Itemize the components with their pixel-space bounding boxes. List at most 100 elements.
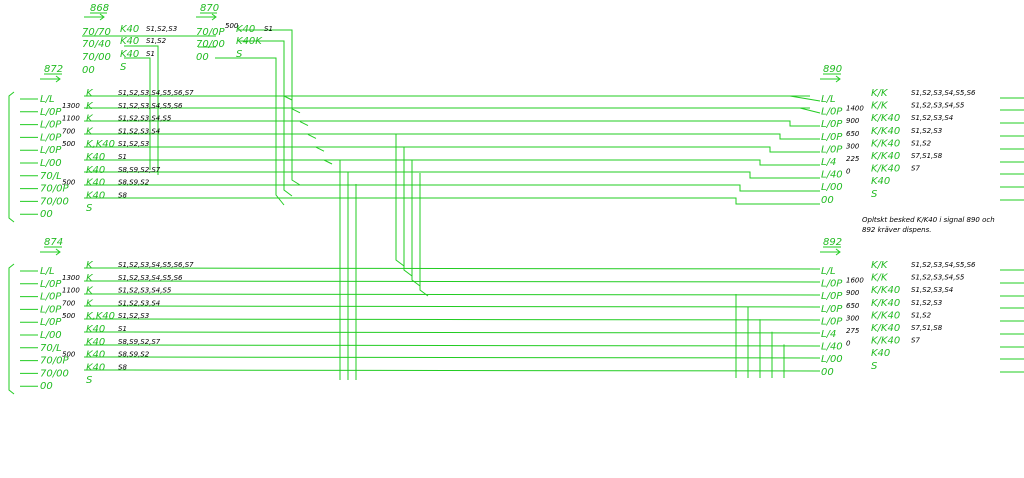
top-column-a xyxy=(238,29,301,186)
group872-indication: K xyxy=(86,101,94,112)
wire-872-890-d xyxy=(316,133,820,140)
group874-aspect: 00 xyxy=(40,381,53,392)
wire-872-890-f xyxy=(332,159,820,166)
wire-872-890-c xyxy=(308,120,820,127)
group890-aspect: L/0P xyxy=(821,119,843,130)
wire-874-892 xyxy=(83,344,821,347)
group892-aspect: 00 xyxy=(821,367,834,378)
group874-distance: 1100 xyxy=(62,287,80,295)
group872-indication: K xyxy=(86,88,94,99)
wire-874-892 xyxy=(83,280,821,283)
group892-sections: S7 xyxy=(911,337,920,345)
group890-distance: 1400 xyxy=(846,105,864,113)
signal-870-indication: K40 xyxy=(236,24,255,35)
group892-distance: 275 xyxy=(846,327,860,335)
group890-aspect: L/L xyxy=(821,94,836,105)
group872-arrow-head xyxy=(55,75,61,83)
group892-id: 892 xyxy=(823,237,842,248)
wire-drop-1 xyxy=(403,147,413,277)
group890-indication: K/K40 xyxy=(871,151,900,162)
group890-sections: S1,S2,S3,S4,S5,S6 xyxy=(911,89,976,97)
group872-distance: 1100 xyxy=(62,115,80,123)
group874-aspect: L/0P xyxy=(40,279,62,290)
wire-874-892 xyxy=(83,356,821,359)
group892-indication: K/K40 xyxy=(871,298,900,309)
group874-sections: S1,S2,S3,S4,S5,S6,S7 xyxy=(118,261,194,269)
group872-aspect: L/0P xyxy=(40,132,62,143)
wire-872-890-i xyxy=(364,197,820,205)
group874-sections: S1,S2,S3,S4 xyxy=(118,299,160,307)
group892-distance: 1600 xyxy=(846,277,864,285)
group874-distance: 500 xyxy=(62,312,76,320)
signal-868-indication: S xyxy=(120,62,127,73)
group892-sections: S7,S1,S8 xyxy=(911,324,943,332)
group890-indication: K/K xyxy=(871,88,889,99)
group874-sections: S1,S2,S3,S4,S5,S6 xyxy=(118,274,183,282)
group892-arrow-head xyxy=(835,248,841,256)
signal-870-arrow-head xyxy=(211,13,217,21)
wire-drop-0 xyxy=(395,134,405,267)
group892-indication: S xyxy=(871,361,878,372)
group872-distance: 1300 xyxy=(62,102,80,110)
group892-aspect: L/0P xyxy=(821,279,843,290)
signal-870-indication: K40K xyxy=(236,36,263,47)
group874-arrow-head xyxy=(55,248,61,256)
top-column-e xyxy=(215,57,285,206)
group874-sections: S1 xyxy=(118,325,127,333)
wire-872-890-e xyxy=(324,146,820,153)
wire-872-bend xyxy=(323,159,333,165)
wire-890-tap-1 xyxy=(789,95,821,102)
signal-870-distance: 500 xyxy=(225,22,239,30)
signal-868-sections: S1 xyxy=(146,50,155,58)
group872-aspect: 70/L xyxy=(40,171,62,182)
group890-sections: S1,S2,S3 xyxy=(911,127,942,135)
group890-aspect: 00 xyxy=(821,195,834,206)
group890-distance: 650 xyxy=(846,130,860,138)
group874-aspect: 70/L xyxy=(40,343,62,354)
group872-distance: 500 xyxy=(62,140,76,148)
group872-aspect: L/L xyxy=(40,94,55,105)
group874-sections: S8,S9,S2,S7 xyxy=(118,338,161,346)
group890-aspect: L/0P xyxy=(821,107,843,118)
signal-868-indication: K40 xyxy=(120,36,139,47)
wire-890-tap-2 xyxy=(799,107,821,114)
wire-872-bend xyxy=(291,108,301,114)
wire-872-bend xyxy=(299,121,309,127)
group874-indication: K40 xyxy=(86,362,105,373)
signal-868-arrow-head xyxy=(99,13,105,21)
group872-sections: S1,S2,S3,S4,S5 xyxy=(118,115,172,123)
signal-868-aspect: 70/40 xyxy=(82,39,111,50)
group890-distance: 225 xyxy=(846,155,860,163)
wire-drop-3 xyxy=(419,173,429,297)
wire-874-892 xyxy=(83,331,821,334)
group872-sections: S1,S2,S3,S4 xyxy=(118,127,160,135)
wire-874-892 xyxy=(83,293,821,296)
group890-sections: S1,S2,S3,S4,S5 xyxy=(911,102,965,110)
group890-indication: K40 xyxy=(871,176,890,187)
wire-874-892 xyxy=(83,305,821,308)
group892-aspect: L/4 xyxy=(821,329,836,340)
group890-aspect: L/40 xyxy=(821,170,843,181)
group892-aspect: L/0P xyxy=(821,316,843,327)
group872-indication: K40 xyxy=(86,190,105,201)
group872-sections: S8 xyxy=(118,191,127,199)
group892-distance: 900 xyxy=(846,289,860,297)
group890-arrow-head xyxy=(835,75,841,83)
group874-aspect: L/0P xyxy=(40,317,62,328)
group890-indication: S xyxy=(871,189,878,200)
wire-872-bend xyxy=(283,95,293,101)
group890-sections: S1,S2,S3,S4 xyxy=(911,114,953,122)
group872-indication: K40 xyxy=(86,178,105,189)
group874-bracket xyxy=(8,263,15,395)
group890-id: 890 xyxy=(823,64,842,75)
group890-indication: K/K40 xyxy=(871,138,900,149)
group872-sections: S8,S9,S2 xyxy=(118,179,150,187)
group872-aspect: L/0P xyxy=(40,120,62,131)
signal-870-id: 870 xyxy=(200,3,219,14)
group874-aspect: L/0P xyxy=(40,304,62,315)
group874-aspect: 70/0P xyxy=(40,356,69,367)
group892-indication: K/K40 xyxy=(871,285,900,296)
group892-aspect: L/L xyxy=(821,266,836,277)
